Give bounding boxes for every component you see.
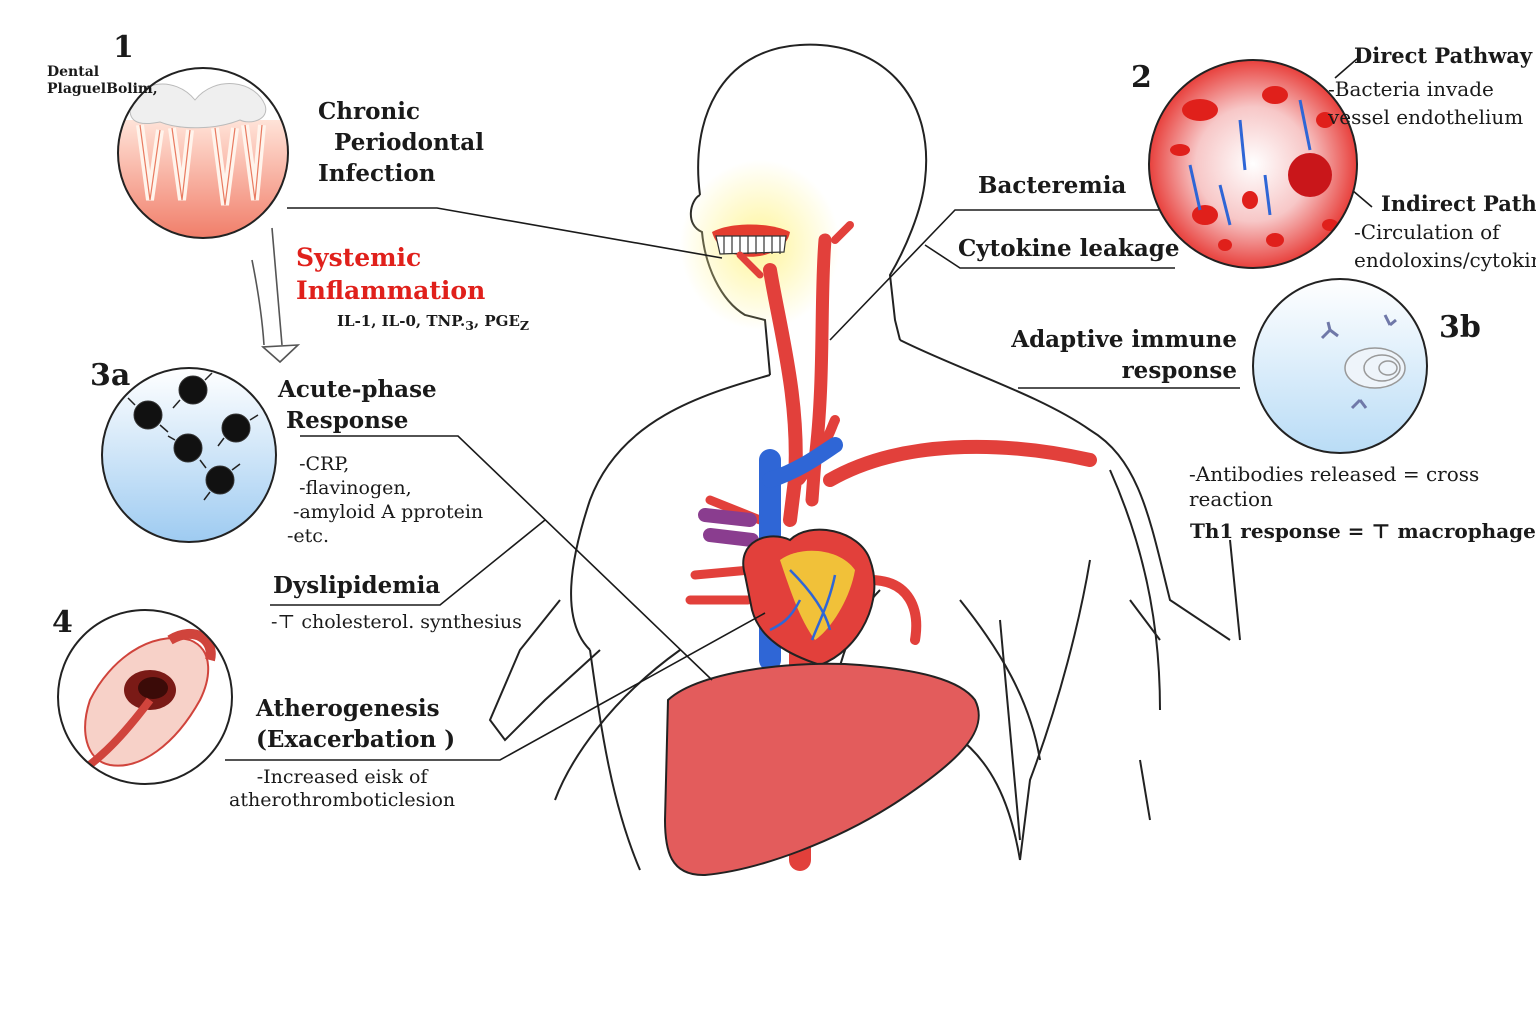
panel1-teeth-circle [117, 67, 289, 239]
adaptive-immune-text1: -Antibodies released = cross reaction [1189, 462, 1480, 511]
atherogenesis-title: Atherogenesis (Exacerbation ) [256, 695, 456, 753]
atherogenesis-text: -Increased eisk of atherothromboticlesio… [229, 766, 456, 811]
panel4-number: 4 [52, 605, 73, 640]
adaptive-immune-text2: Th1 response = ⊤ macrophage [1190, 519, 1536, 543]
indirect-pathway-title: Indirect Pathway [1381, 191, 1536, 216]
bacteremia-label: Bacteremia [978, 172, 1127, 199]
pulmonary-vessels [698, 508, 759, 547]
systemic-inflammation-title: Systemic Inflammation [296, 243, 486, 305]
panel1-caption: Dental PlaguelBolim, [47, 64, 158, 97]
panel3a-number: 3a [90, 358, 131, 393]
cytokine-leakage-label: Cytokine leakage [958, 235, 1180, 262]
adaptive-immune-title: Adaptive immune response [1011, 326, 1237, 384]
panel2-blood-circle [1148, 59, 1358, 269]
panel3b-number: 3b [1439, 310, 1481, 345]
leader-lines [225, 57, 1373, 761]
direct-pathway-text: -Bacteria invade vessel endothelium [1328, 77, 1524, 129]
indirect-pathway-text: -Circulation of endoloxins/cytokines [1354, 220, 1536, 272]
panel4-artery-circle [57, 609, 233, 785]
mouth-teeth-icon [712, 224, 790, 257]
panel2-number: 2 [1131, 60, 1152, 95]
acute-phase-items: -CRP, -flavinogen, -amyloid A pprotein -… [287, 453, 484, 547]
panel3b-immune-cell-circle [1252, 278, 1428, 454]
dyslipidemia-text: -⊤ cholesterol. synthesius [271, 611, 522, 633]
heart-icon [742, 528, 876, 667]
acute-phase-title: Acute-phase Response [278, 376, 437, 434]
dyslipidemia-title: Dyslipidemia [273, 572, 441, 599]
arrow-down-icon [251, 227, 301, 364]
panel1-title: Chronic Periodontal Infection [318, 98, 484, 187]
direct-pathway-title: Direct Pathway [1354, 43, 1533, 68]
cytokine-list: IL-1, IL-0, TNP.3, PGEZ [337, 312, 530, 333]
panel3a-bacteria-circle [101, 367, 277, 543]
liver-icon [663, 662, 980, 877]
panel1-number: 1 [113, 30, 134, 65]
